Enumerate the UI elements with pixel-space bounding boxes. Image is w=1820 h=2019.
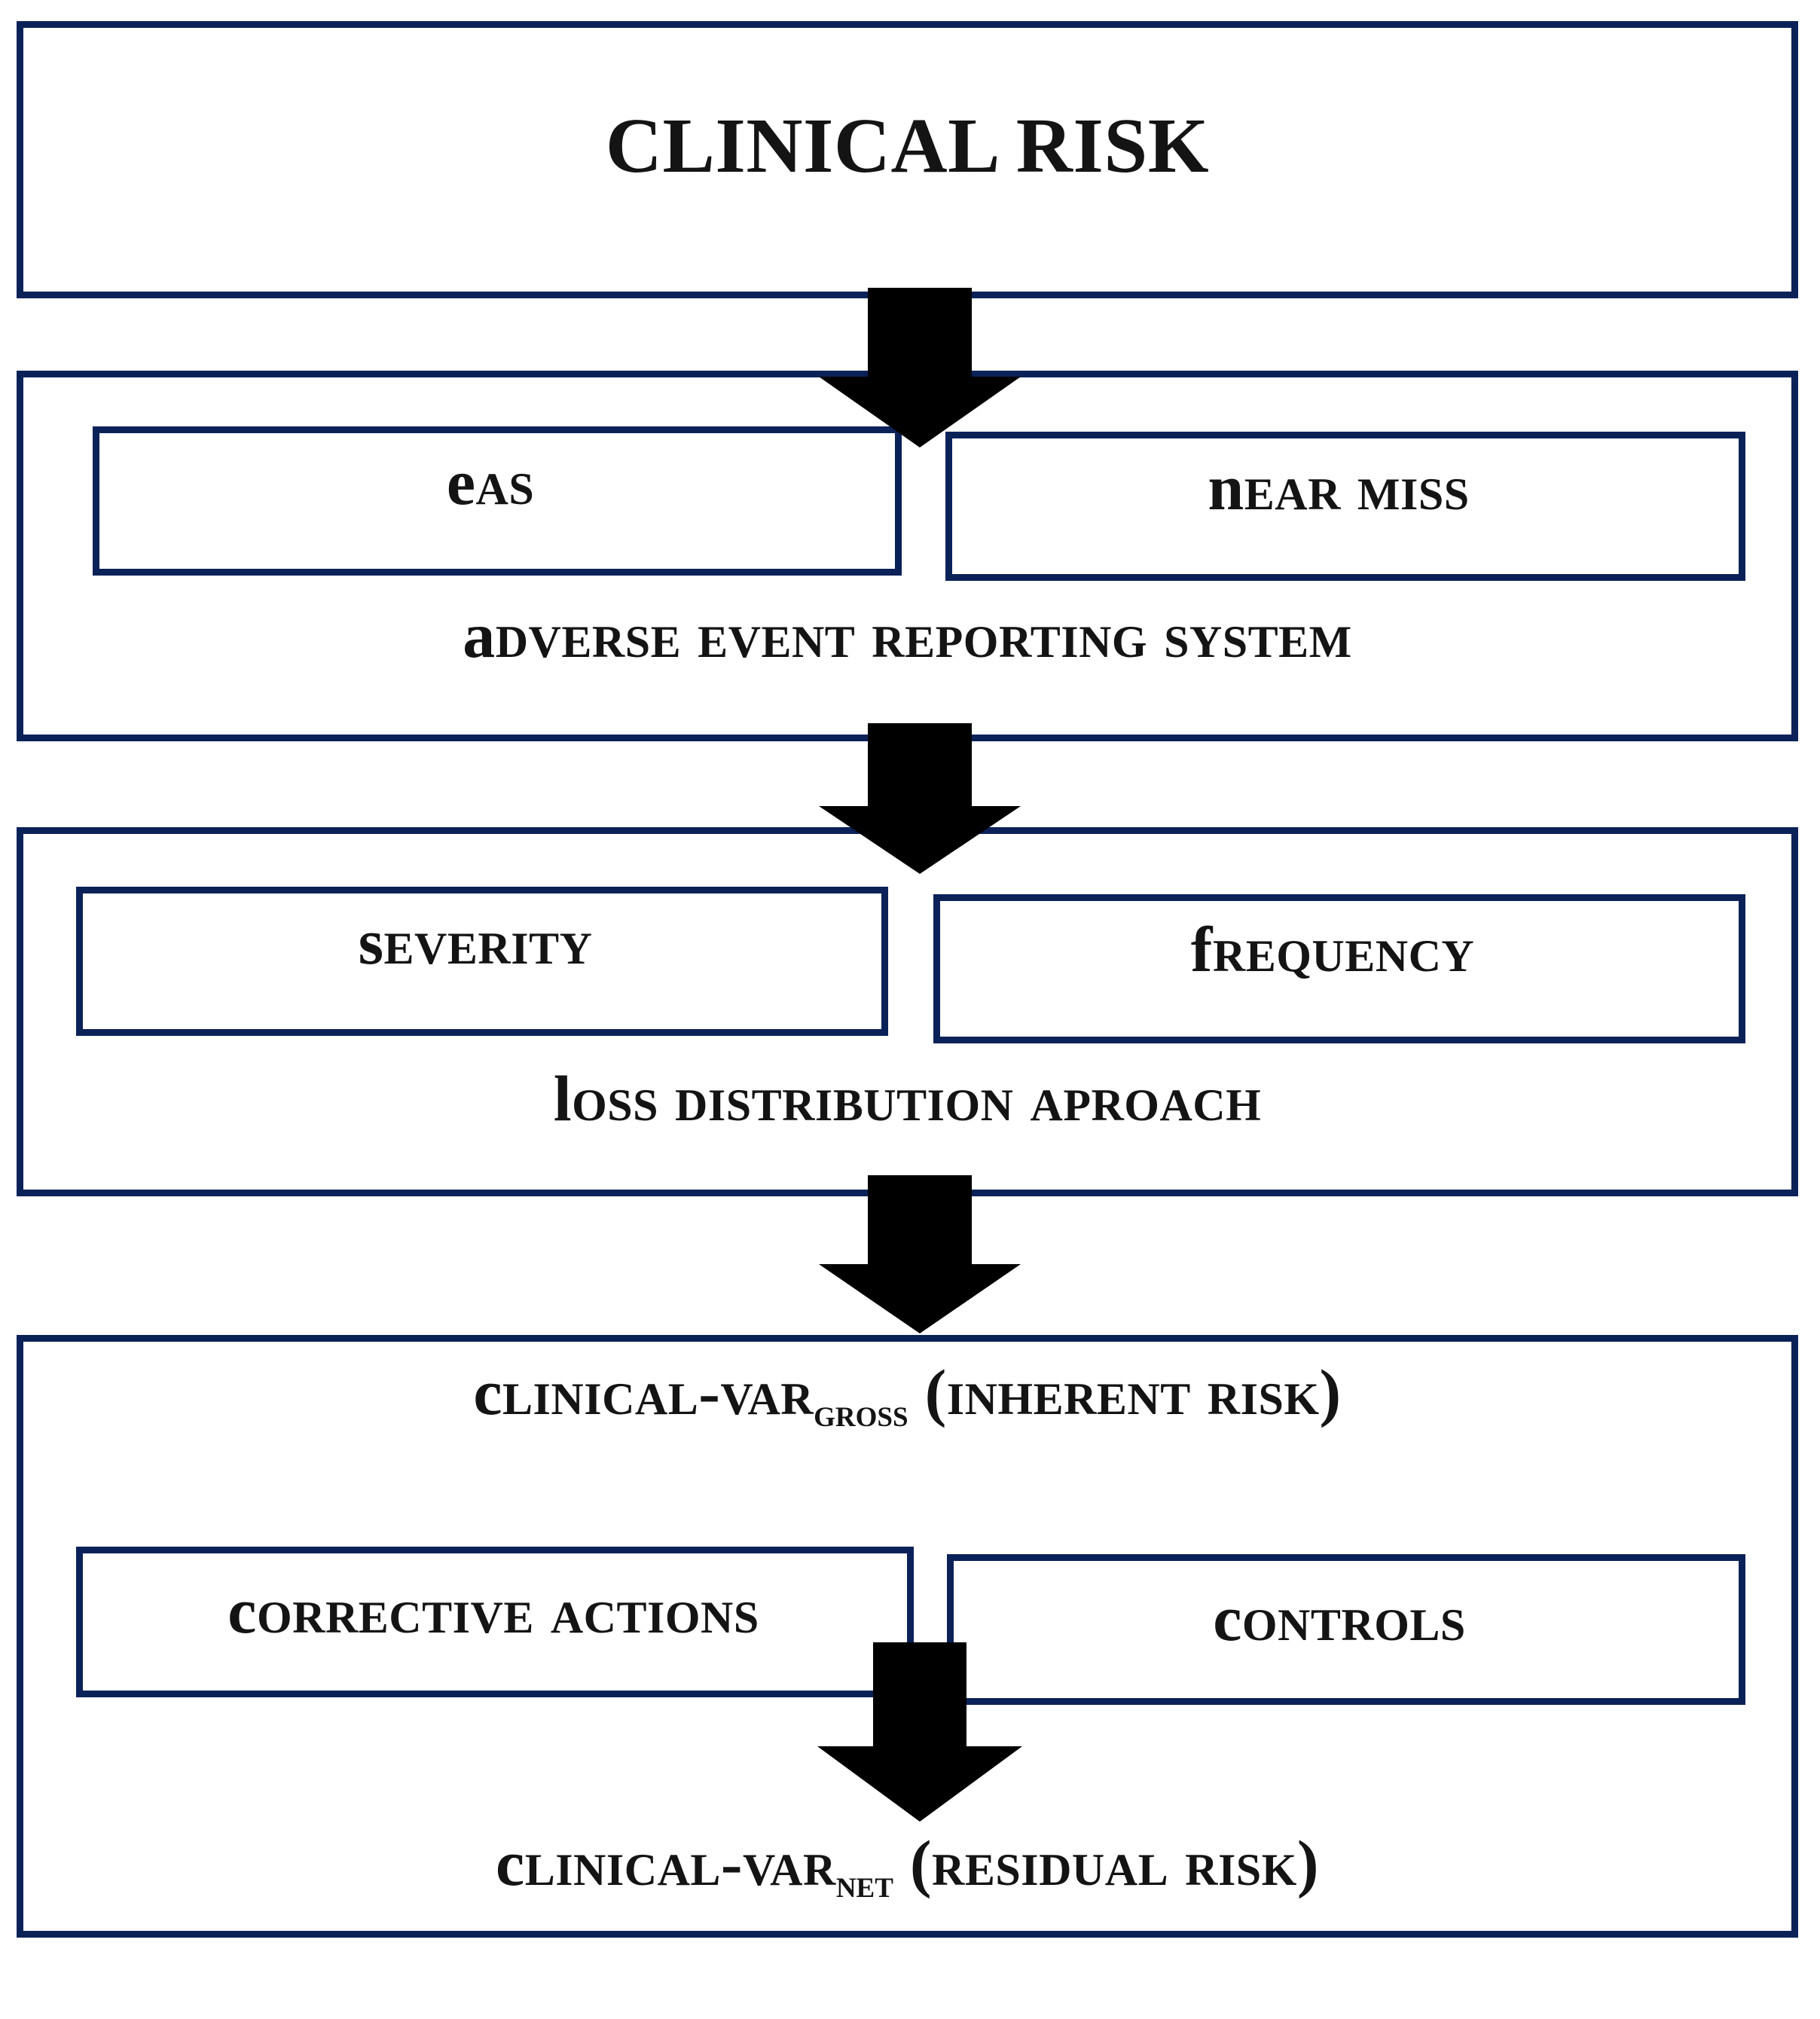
inner-box-controls[interactable]	[947, 1554, 1745, 1705]
clinical-var-gross-subscript: Gross	[814, 1389, 908, 1435]
clinical-var-net-subscript: Net	[835, 1860, 893, 1906]
label-adverse-event-reporting-system: Adverse Event Reporting System	[463, 599, 1352, 671]
inner-box-eas[interactable]	[93, 426, 902, 576]
arrow-risk-to-aers	[819, 288, 1021, 447]
label-eas: EAs	[446, 446, 535, 518]
inner-box-severity[interactable]	[76, 887, 888, 1036]
clinical-var-net-prefix: Clinical-VaR	[496, 1827, 836, 1899]
arrow-gross-to-net	[817, 1642, 1022, 1822]
label-frequency: Frequency	[1190, 913, 1475, 985]
clinical-var-gross-prefix: Clinical-VaR	[473, 1356, 814, 1428]
clinical-var-net-suffix: (Residual Risk)	[893, 1827, 1319, 1899]
block-clinical-risk[interactable]	[17, 21, 1798, 298]
label-loss-distribution-aproach: Loss Distribution Aproach	[553, 1062, 1262, 1135]
inner-box-near-miss[interactable]	[945, 432, 1745, 581]
arrow-lda-to-var-gross	[819, 1175, 1021, 1333]
block-loss-distribution-aproach[interactable]	[17, 827, 1798, 1196]
inner-box-frequency[interactable]	[933, 894, 1745, 1043]
block-clinical-var[interactable]	[17, 1335, 1798, 1938]
label-corrective-actions: Corrective Actions	[228, 1575, 759, 1647]
label-near-miss: Near Miss	[1208, 451, 1470, 524]
label-controls: Controls	[1213, 1582, 1466, 1654]
clinical-var-gross-suffix: (Inherent Risk)	[908, 1356, 1342, 1428]
inner-box-corrective-actions[interactable]	[76, 1547, 914, 1697]
label-severity: Severity	[358, 906, 593, 978]
label-clinical-var-gross: Clinical-VaRGross (Inherent Risk)	[17, 1360, 1798, 1433]
label-clinical-risk: CLINICAL RISK	[605, 102, 1210, 189]
arrow-aers-to-lda	[819, 723, 1021, 874]
label-clinical-var-net: Clinical-VaRNet (Residual Risk)	[17, 1831, 1798, 1904]
